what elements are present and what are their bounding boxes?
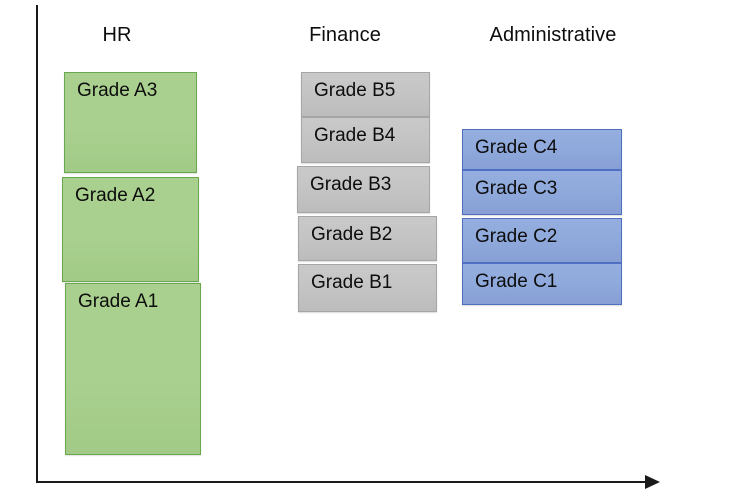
- grade-box-label: Grade C3: [475, 178, 558, 199]
- grade-box-hr-0[interactable]: Grade A3: [64, 72, 197, 173]
- grade-box-finance-1[interactable]: Grade B4: [301, 117, 430, 163]
- vertical-axis: [36, 5, 38, 483]
- grade-box-label: Grade B5: [314, 80, 396, 101]
- column-header-finance: Finance: [309, 24, 381, 46]
- grade-box-administrative-0[interactable]: Grade C4: [462, 129, 622, 170]
- column-header-hr: HR: [102, 24, 132, 46]
- grade-box-label: Grade B1: [311, 272, 393, 293]
- grade-box-hr-1[interactable]: Grade A2: [62, 177, 199, 282]
- grade-box-label: Grade B3: [310, 174, 392, 195]
- grade-box-finance-4[interactable]: Grade B1: [298, 264, 437, 312]
- right-arrow-icon: [645, 475, 660, 489]
- grade-box-administrative-2[interactable]: Grade C2: [462, 218, 622, 263]
- grade-box-label: Grade C4: [475, 137, 558, 158]
- grade-box-label: Grade A2: [75, 185, 156, 206]
- grade-box-administrative-1[interactable]: Grade C3: [462, 170, 622, 215]
- grade-box-hr-2[interactable]: Grade A1: [65, 283, 201, 455]
- grade-box-label: Grade B2: [311, 224, 393, 245]
- grade-box-finance-2[interactable]: Grade B3: [297, 166, 430, 213]
- grade-box-label: Grade A3: [77, 80, 158, 101]
- grade-box-label: Grade A1: [78, 291, 159, 312]
- grade-box-label: Grade C1: [475, 271, 558, 292]
- grade-box-label: Grade C2: [475, 226, 558, 247]
- column-header-administrative: Administrative: [489, 24, 617, 46]
- grade-box-finance-3[interactable]: Grade B2: [298, 216, 437, 261]
- grade-box-label: Grade B4: [314, 125, 396, 146]
- horizontal-axis: [36, 481, 651, 483]
- grade-box-administrative-3[interactable]: Grade C1: [462, 263, 622, 305]
- grade-box-finance-0[interactable]: Grade B5: [301, 72, 430, 117]
